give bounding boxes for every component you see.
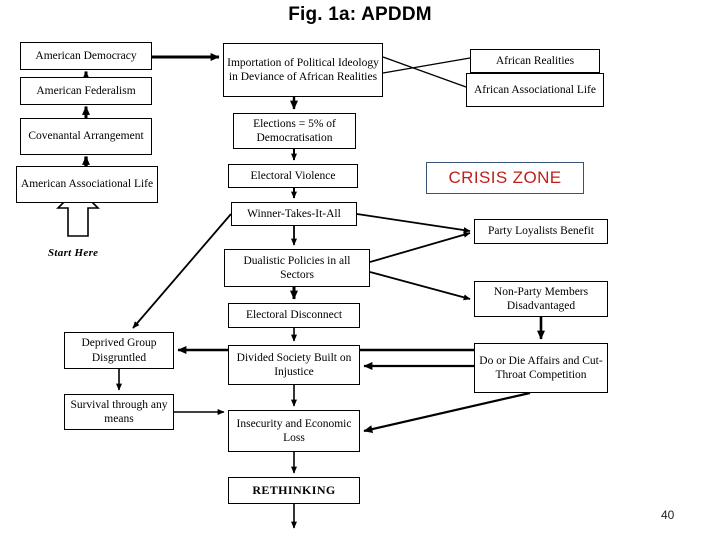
node-party-loyalists-benefit[interactable]: Party Loyalists Benefit [474, 219, 608, 244]
edge-winner-to-deprived [132, 213, 232, 329]
edge-dualistic-to-party-loyalists [369, 231, 471, 263]
node-deprived-group-disgruntled[interactable]: Deprived Group Disgruntled [64, 332, 174, 369]
node-covenantal-arrangement[interactable]: Covenantal Arrangement [20, 118, 152, 155]
page-number: 40 [661, 508, 675, 522]
edge-importation-to-african-realities [382, 57, 471, 74]
node-elections-5-percent-of-democratisation[interactable]: Elections = 5% of Democratisation [233, 113, 356, 149]
node-survival-through-any-means[interactable]: Survival through any means [64, 394, 174, 430]
node-electoral-disconnect[interactable]: Electoral Disconnect [228, 303, 360, 328]
node-divided-society-built-on-injustice[interactable]: Divided Society Built on Injustice [228, 345, 360, 385]
node-label: African Realities [495, 54, 575, 67]
node-label: Covenantal Arrangement [28, 130, 144, 143]
edge-doordie-to-insecurity [363, 391, 531, 434]
crisis-zone-box[interactable]: CRISIS ZONE [426, 162, 584, 194]
node-label: Deprived Group Disgruntled [81, 337, 157, 364]
node-insecurity-and-economic-loss[interactable]: Insecurity and Economic Loss [228, 410, 360, 452]
node-do-or-die-affairs-cut-throat-competition[interactable]: Do or Die Affairs and Cut-Throat Competi… [474, 343, 608, 393]
node-american-democracy[interactable]: American Democracy [20, 42, 152, 70]
figure-title: Fig. 1a: APDDM [288, 4, 432, 25]
node-importation-of-political-ideology[interactable]: Importation of Political Ideology in Dev… [223, 43, 383, 97]
node-rethinking[interactable]: RETHINKING [228, 477, 360, 504]
node-label: Electoral Violence [250, 169, 336, 182]
node-label: RETHINKING [252, 483, 336, 497]
edge-winner-to-party-loyalists [356, 213, 471, 234]
node-label: American Federalism [36, 84, 136, 97]
node-non-party-members-disadvantaged[interactable]: Non-Party Members Disadvantaged [474, 281, 608, 317]
node-american-associational-life[interactable]: American Associational Life [16, 166, 158, 203]
node-label: Insecurity and Economic Loss [236, 417, 352, 444]
node-label: Survival through any means [70, 398, 168, 425]
edge-dualistic-to-nonparty [369, 271, 471, 301]
node-label: Elections = 5% of Democratisation [253, 117, 336, 144]
node-african-realities[interactable]: African Realities [470, 49, 600, 73]
node-label: Dualistic Policies in all Sectors [243, 254, 351, 281]
node-label: American Associational Life [20, 178, 154, 191]
node-american-federalism[interactable]: American Federalism [20, 77, 152, 105]
node-label: Divided Society Built on Injustice [236, 351, 352, 378]
node-label: Party Loyalists Benefit [487, 225, 595, 238]
node-dualistic-policies-in-all-sectors[interactable]: Dualistic Policies in all Sectors [224, 249, 370, 287]
node-label: Importation of Political Ideology in Dev… [227, 56, 379, 83]
start-here-label: Start Here [48, 247, 99, 259]
edge-importation-to-african-assoc [382, 56, 467, 88]
node-electoral-violence[interactable]: Electoral Violence [228, 164, 358, 188]
node-label: American Democracy [35, 49, 137, 62]
node-label: African Associational Life [474, 83, 596, 96]
node-label: Winner-Takes-It-All [247, 207, 341, 220]
node-label: Non-Party Members Disadvantaged [493, 285, 589, 312]
node-label: Electoral Disconnect [245, 309, 343, 322]
crisis-zone-label: CRISIS ZONE [448, 168, 562, 187]
node-label: Do or Die Affairs and Cut-Throat Competi… [479, 354, 603, 381]
node-winner-takes-it-all[interactable]: Winner-Takes-It-All [231, 202, 357, 226]
node-african-associational-life[interactable]: African Associational Life [466, 73, 604, 107]
